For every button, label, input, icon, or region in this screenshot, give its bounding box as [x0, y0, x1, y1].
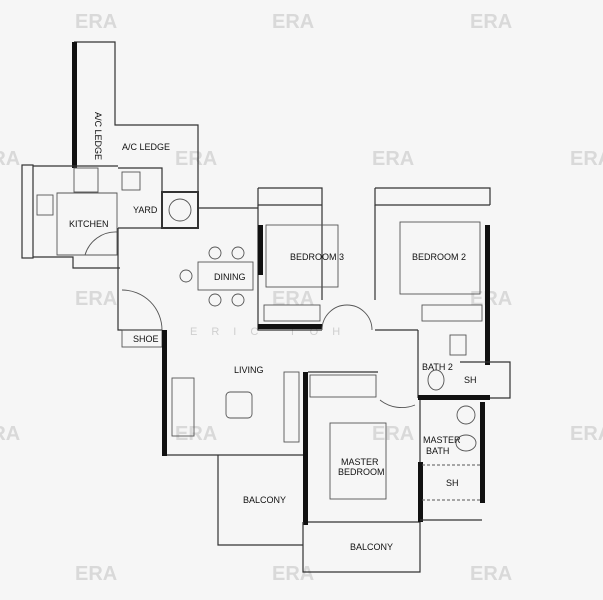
bedroom3-wardrobe — [263, 304, 321, 322]
sink-icon — [36, 194, 54, 216]
kitchen-walls — [33, 165, 120, 269]
bedroom2-ac — [374, 187, 491, 206]
kitchen-counter — [56, 192, 118, 256]
bedroom3-bottom-wall — [258, 324, 322, 329]
era-logo-watermark: ERA — [470, 288, 512, 310]
master-left-wall — [303, 372, 308, 525]
ac-ledge-outline — [74, 41, 199, 192]
kitchen-door-swing — [84, 231, 118, 256]
label-ac-ledge: A/C LEDGE — [122, 142, 170, 152]
dining-table-icon — [197, 261, 254, 291]
master-door-swing — [379, 399, 416, 409]
coffee-table-icon — [225, 391, 253, 419]
label-shoe: SHOE — [133, 334, 159, 344]
label-living: LIVING — [234, 365, 264, 375]
master-bath-toilet-icon — [455, 434, 477, 452]
label-kitchen: KITCHEN — [69, 219, 109, 229]
era-logo-watermark: ERA — [175, 148, 217, 170]
label-balcony-living: BALCONY — [243, 495, 286, 505]
era-logo-watermark: ERA — [75, 11, 117, 33]
master-walls — [303, 371, 420, 523]
era-logo-watermark: ERA — [372, 423, 414, 445]
label-ac-ledge-vertical: A/C LEDGE — [93, 112, 103, 160]
bedroom2-walls — [374, 205, 418, 331]
master-bath-walls — [419, 400, 482, 521]
bath2-toilet-icon — [427, 369, 445, 391]
label-bedroom2: BEDROOM 2 — [412, 252, 466, 262]
era-logo-watermark: ERA — [272, 563, 314, 585]
living-outline — [117, 207, 258, 331]
label-bedroom3: BEDROOM 3 — [290, 252, 344, 262]
dryer-drum-icon — [168, 198, 192, 222]
era-logo-watermark: ERA — [570, 148, 603, 170]
bedroom3-walls — [257, 205, 323, 331]
era-logo-watermark: ERA — [75, 288, 117, 310]
bedroom2-bed-icon — [399, 221, 481, 295]
living-wall — [162, 330, 167, 456]
label-dining: DINING — [214, 272, 246, 282]
label-master-bath-2: BATH — [426, 446, 449, 456]
era-logo-watermark: ERA — [75, 563, 117, 585]
era-logo-watermark: ERA — [175, 423, 217, 445]
master-bath-wall — [480, 402, 485, 503]
era-logo-watermark: ERA — [272, 11, 314, 33]
bedroom3-ac — [257, 187, 323, 206]
label-bath2: BATH 2 — [422, 362, 453, 372]
stove-icon — [73, 167, 99, 193]
label-yard: YARD — [133, 205, 158, 215]
era-logo-watermark: ERA — [372, 148, 414, 170]
sofa-icon — [171, 377, 195, 437]
main-door-swing — [121, 289, 163, 331]
bedroom3-wall — [258, 225, 263, 275]
bedroom3-bed-icon — [265, 224, 339, 288]
dining-chairs — [179, 246, 245, 307]
tv-console-icon — [283, 371, 300, 443]
bath2-sink-icon — [449, 334, 467, 356]
master-right-wall — [418, 462, 423, 522]
balcony-living-outline — [217, 455, 303, 546]
label-balcony-master: BALCONY — [350, 542, 393, 552]
bedroom2-wardrobe — [421, 304, 483, 322]
era-logo-watermark: ERA — [470, 563, 512, 585]
kitchen-window — [21, 164, 34, 259]
master-bed-icon — [329, 422, 387, 500]
ac-ledge-wall — [72, 42, 77, 168]
bedroom2-wall — [485, 225, 490, 365]
era-logo-watermark: ERA — [470, 11, 512, 33]
master-bath-sink-icon — [456, 405, 476, 425]
era-logo-watermark: ERA — [272, 288, 314, 310]
era-logo-watermark: ERA — [570, 423, 603, 445]
label-bath2-sh: SH — [464, 375, 477, 385]
label-master-bedroom: MASTER — [341, 457, 379, 467]
dryer-icon — [161, 191, 199, 229]
washer-icon — [121, 171, 141, 191]
era-logo-watermark: ERA — [0, 423, 20, 445]
label-master-bath: MASTER — [423, 435, 461, 445]
bedroom-doors-swing — [321, 304, 373, 331]
balcony-master-outline — [302, 522, 421, 573]
era-watermarks: ERA ERA ERA ERA ERA ERA ERA ERA ERA ERA ERA ERA ERA E… — [0, 11, 603, 585]
era-logo-watermark: ERA — [0, 148, 20, 170]
master-wardrobe — [309, 374, 377, 398]
bath2-wall — [418, 395, 490, 400]
label-master-sh: SH — [446, 478, 459, 488]
label-master-bedroom-2: BEDROOM — [338, 467, 385, 477]
